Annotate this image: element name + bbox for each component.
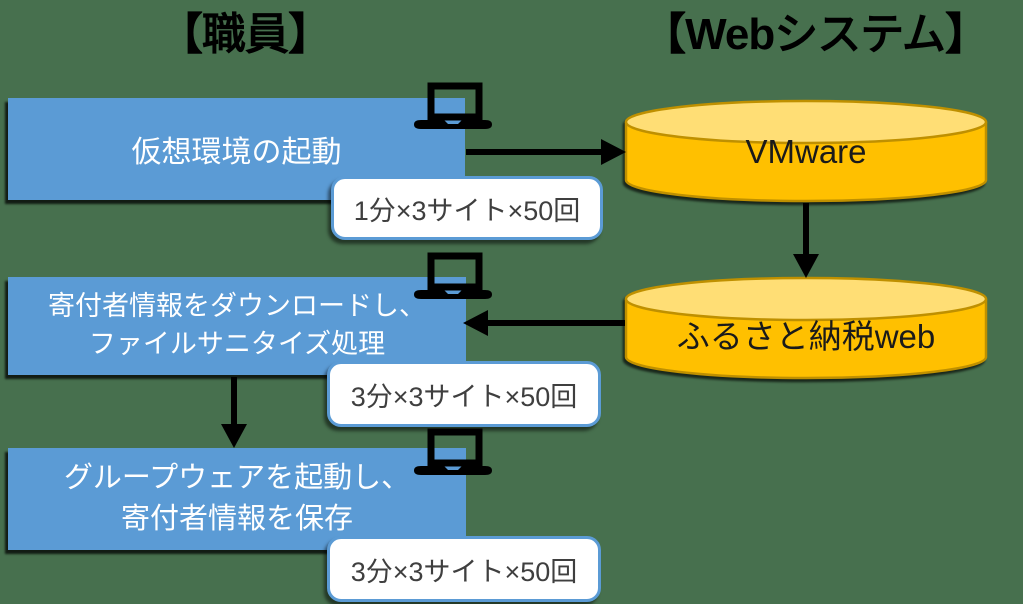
- time-callout-step2: 3分×3サイト×50回: [327, 361, 601, 427]
- arrow-head-left-icon: [463, 310, 488, 336]
- arrow-furusato-to-step2: [488, 320, 625, 326]
- database-cylinder-furusato-web: ふるさと納税web: [624, 276, 988, 380]
- time-callout-step3: 3分×3サイト×50回: [327, 536, 601, 602]
- cylinder-top: [624, 99, 988, 145]
- step-box-start-virtual-env: 仮想環境の起動: [8, 98, 465, 200]
- arrow-vmware-to-furusato: [803, 203, 809, 255]
- arrow-head-down-icon: [221, 424, 247, 448]
- step-text: グループウェアを起動し、: [63, 462, 411, 495]
- staff-column-title: 【職員】: [159, 10, 332, 59]
- cylinder-body: [624, 122, 988, 203]
- websystem-column-title: 【Webシステム】: [642, 10, 989, 59]
- arrow-head-right-icon: [601, 139, 626, 165]
- database-cylinder-vmware: VMware: [624, 99, 988, 203]
- step-box-groupware-save: グループウェアを起動し、 寄付者情報を保存: [8, 448, 466, 550]
- arrow-step2-to-step3: [231, 377, 237, 425]
- step-text: 寄付者情報を保存: [120, 503, 353, 535]
- laptop-icon: [414, 252, 492, 299]
- laptop-icon: [414, 82, 492, 129]
- arrow-head-down-icon: [793, 254, 819, 278]
- step-text: 仮想環境の起動: [131, 136, 342, 169]
- arrow-step1-to-vmware: [466, 149, 602, 155]
- system-label: VMware: [745, 133, 867, 170]
- cylinder-top: [624, 276, 988, 322]
- laptop-icon: [414, 428, 492, 475]
- cylinder-body: [624, 299, 988, 380]
- system-label: ふるさと納税web: [676, 318, 936, 355]
- step-text: ファイルサニタイズ処理: [88, 329, 386, 359]
- time-callout-step1: 1分×3サイト×50回: [331, 176, 603, 240]
- step-text: 寄付者情報をダウンロードし、: [48, 291, 426, 322]
- step-box-download-sanitize: 寄付者情報をダウンロードし、 ファイルサニタイズ処理: [8, 277, 466, 375]
